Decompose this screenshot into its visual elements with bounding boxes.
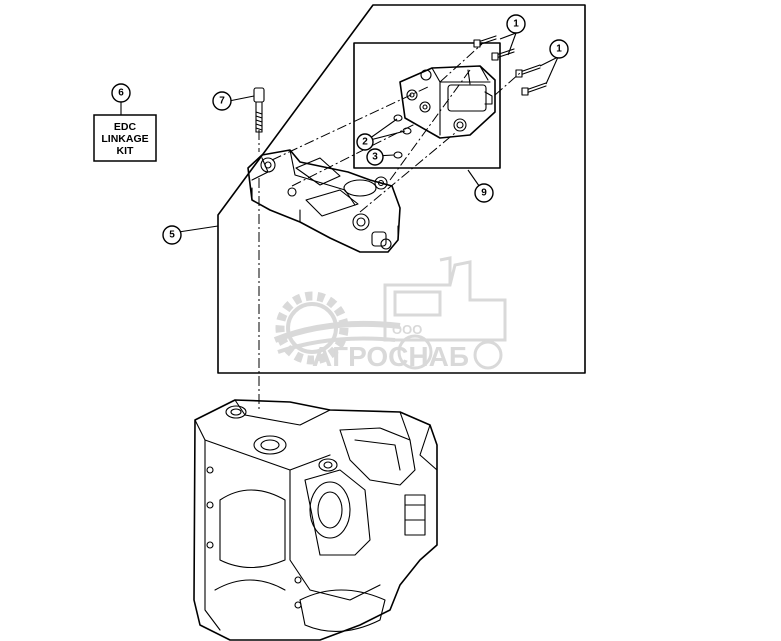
callout-5: 5 — [162, 225, 182, 245]
callout-7: 7 — [212, 91, 232, 111]
svg-text:9: 9 — [481, 188, 487, 199]
center-lines — [258, 43, 521, 410]
harvester-icon — [383, 256, 507, 370]
transmission-housing-part — [193, 399, 438, 641]
assembly-frame — [217, 4, 586, 374]
bolt-part — [253, 87, 265, 133]
callout-6: 6 — [111, 83, 131, 103]
svg-text:2: 2 — [362, 137, 368, 148]
svg-text:6: 6 — [118, 88, 124, 99]
watermark-brand: АГРОСНАБ — [312, 341, 469, 372]
watermark-prefix: ООО — [392, 322, 422, 337]
svg-text:KIT: KIT — [117, 145, 135, 157]
small-bolts — [473, 35, 547, 96]
svg-text:5: 5 — [169, 230, 175, 241]
cover-housing-part — [247, 149, 401, 253]
svg-text:1: 1 — [556, 44, 562, 55]
callout-1-right: 1 — [549, 39, 569, 59]
svg-text:LINKAGE: LINKAGE — [101, 133, 148, 145]
callout-1-top: 1 — [506, 14, 526, 34]
callout-3: 3 — [366, 148, 384, 166]
svg-text:3: 3 — [372, 152, 378, 163]
gear-logo-icon — [273, 291, 401, 365]
svg-text:1: 1 — [513, 19, 519, 30]
callout-2: 2 — [356, 133, 374, 151]
svg-text:EDC: EDC — [114, 121, 137, 133]
callout-9: 9 — [474, 183, 494, 203]
valve-block-part — [399, 65, 496, 139]
subassembly-frame — [353, 42, 501, 169]
edc-linkage-kit-box: EDC LINKAGE KIT — [93, 114, 157, 162]
svg-text:7: 7 — [219, 96, 225, 107]
o-rings — [393, 114, 412, 159]
watermark: ООО АГРОСНАБ — [273, 256, 507, 372]
